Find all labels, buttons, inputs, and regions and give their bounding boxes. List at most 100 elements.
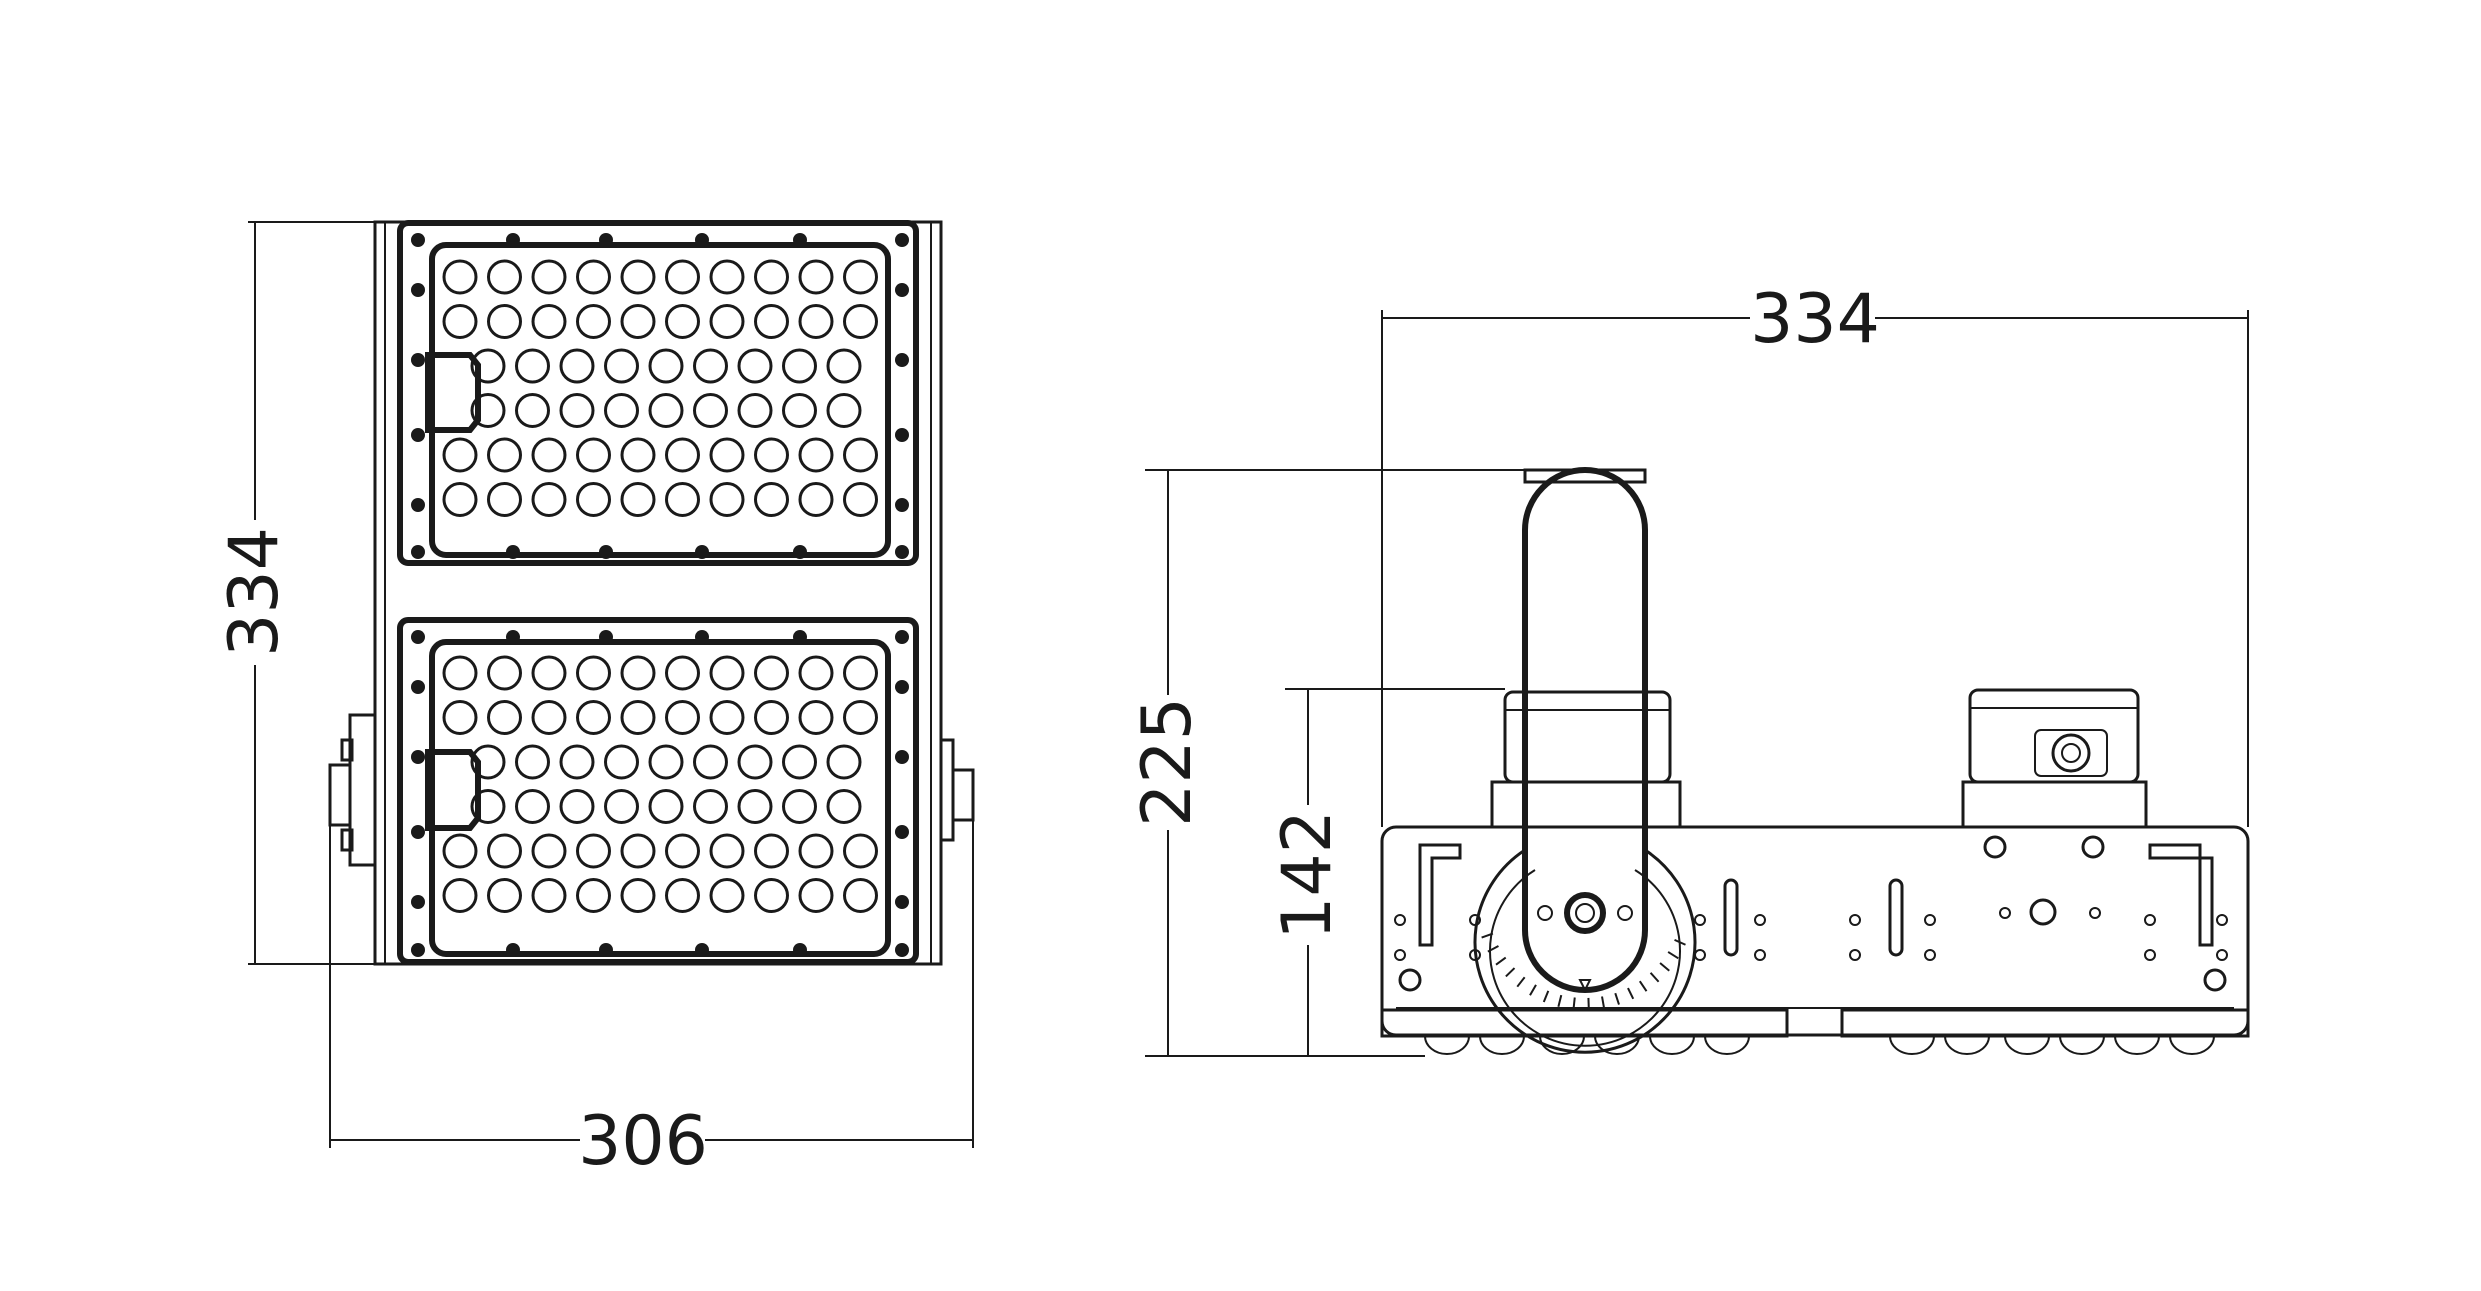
screw [599, 943, 613, 957]
led-lens [665, 833, 700, 869]
led-lens [620, 833, 656, 869]
screw [895, 428, 909, 442]
led-lens [620, 482, 656, 517]
led-lens [559, 744, 595, 780]
led-lens [531, 482, 567, 517]
led-lens [442, 700, 478, 735]
lower-led-grid [442, 655, 878, 913]
screw [895, 680, 909, 694]
screw [895, 545, 909, 559]
right-driver-box [1961, 688, 2148, 829]
led-lens [798, 833, 834, 869]
mounting-hole [2216, 949, 2228, 961]
led-lens [531, 304, 567, 339]
led-lens [843, 833, 878, 869]
mounting-hole [2144, 949, 2156, 961]
screw [695, 233, 709, 247]
led-lens [576, 259, 611, 295]
screw [895, 498, 909, 512]
mounting-hole [1849, 914, 1861, 926]
dimension-side-body-height: 142 [1268, 688, 1505, 1056]
mounting-hole [1924, 914, 1936, 926]
led-lens [798, 304, 834, 339]
screw [411, 943, 425, 957]
screw [793, 943, 807, 957]
led-lens [487, 833, 522, 869]
led-lens [754, 655, 789, 691]
screw [411, 283, 425, 297]
left-lens-rail [1380, 1008, 1789, 1038]
led-lens [576, 655, 611, 691]
dim-side-total-height-label: 225 [1128, 697, 1207, 827]
screw [695, 943, 709, 957]
screw [599, 630, 613, 644]
led-lens [442, 304, 478, 339]
led-lens [531, 700, 567, 735]
led-lens [487, 700, 522, 735]
led-lens [515, 789, 550, 824]
mounting-hole [2144, 914, 2156, 926]
screw [895, 825, 909, 839]
led-lens [620, 878, 656, 913]
led-lens [442, 482, 478, 517]
screw [895, 895, 909, 909]
led-lens [843, 304, 878, 339]
led-lens [843, 878, 878, 913]
mounting-hole [1694, 914, 1706, 926]
led-lens [798, 437, 834, 473]
led-lens [487, 482, 522, 517]
led-lens [604, 744, 639, 780]
dim-side-body-height-label: 142 [1268, 810, 1347, 940]
right-lens-rail [1840, 1008, 2250, 1038]
led-lens [531, 437, 567, 473]
led-lens [665, 259, 700, 295]
dim-side-width-label: 334 [1750, 280, 1880, 359]
screw [411, 825, 425, 839]
led-lens [782, 744, 817, 780]
screw [506, 233, 520, 247]
led-lens [487, 259, 522, 295]
led-lens [826, 393, 862, 428]
mounting-hole [1999, 907, 2011, 919]
side-bracket-details [1398, 835, 2227, 992]
dimension-side-width: 334 [1381, 280, 2249, 827]
led-lens [559, 789, 595, 824]
led-lens [693, 393, 728, 428]
led-lens [604, 393, 639, 428]
led-lens [754, 482, 789, 517]
lower-handle [425, 749, 481, 831]
led-lens [782, 393, 817, 428]
led-lens [442, 833, 478, 869]
screw [411, 895, 425, 909]
left-lens-domes [1424, 1035, 1750, 1055]
led-lens [604, 348, 639, 384]
led-lens [709, 437, 745, 473]
led-lens [515, 744, 550, 780]
mounting-hole [1469, 949, 1481, 961]
led-lens [620, 655, 656, 691]
led-lens [737, 744, 773, 780]
screw [599, 233, 613, 247]
led-lens [648, 744, 684, 780]
screw [411, 750, 425, 764]
led-lens [576, 700, 611, 735]
led-lens [798, 655, 834, 691]
screw [599, 545, 613, 559]
led-lens [665, 482, 700, 517]
screw [793, 545, 807, 559]
led-lens [754, 700, 789, 735]
led-lens [442, 655, 478, 691]
dial-ticks [1481, 932, 1686, 1010]
front-frame-outline [373, 220, 943, 966]
screw [411, 233, 425, 247]
screw [895, 233, 909, 247]
led-lens [470, 348, 506, 384]
upper-screws [411, 233, 909, 559]
lower-led-module [397, 617, 919, 965]
screw [411, 630, 425, 644]
led-lens [826, 348, 862, 384]
right-knob [939, 738, 975, 842]
mounting-arm [1522, 467, 1648, 993]
led-lens [576, 833, 611, 869]
led-lens [559, 393, 595, 428]
